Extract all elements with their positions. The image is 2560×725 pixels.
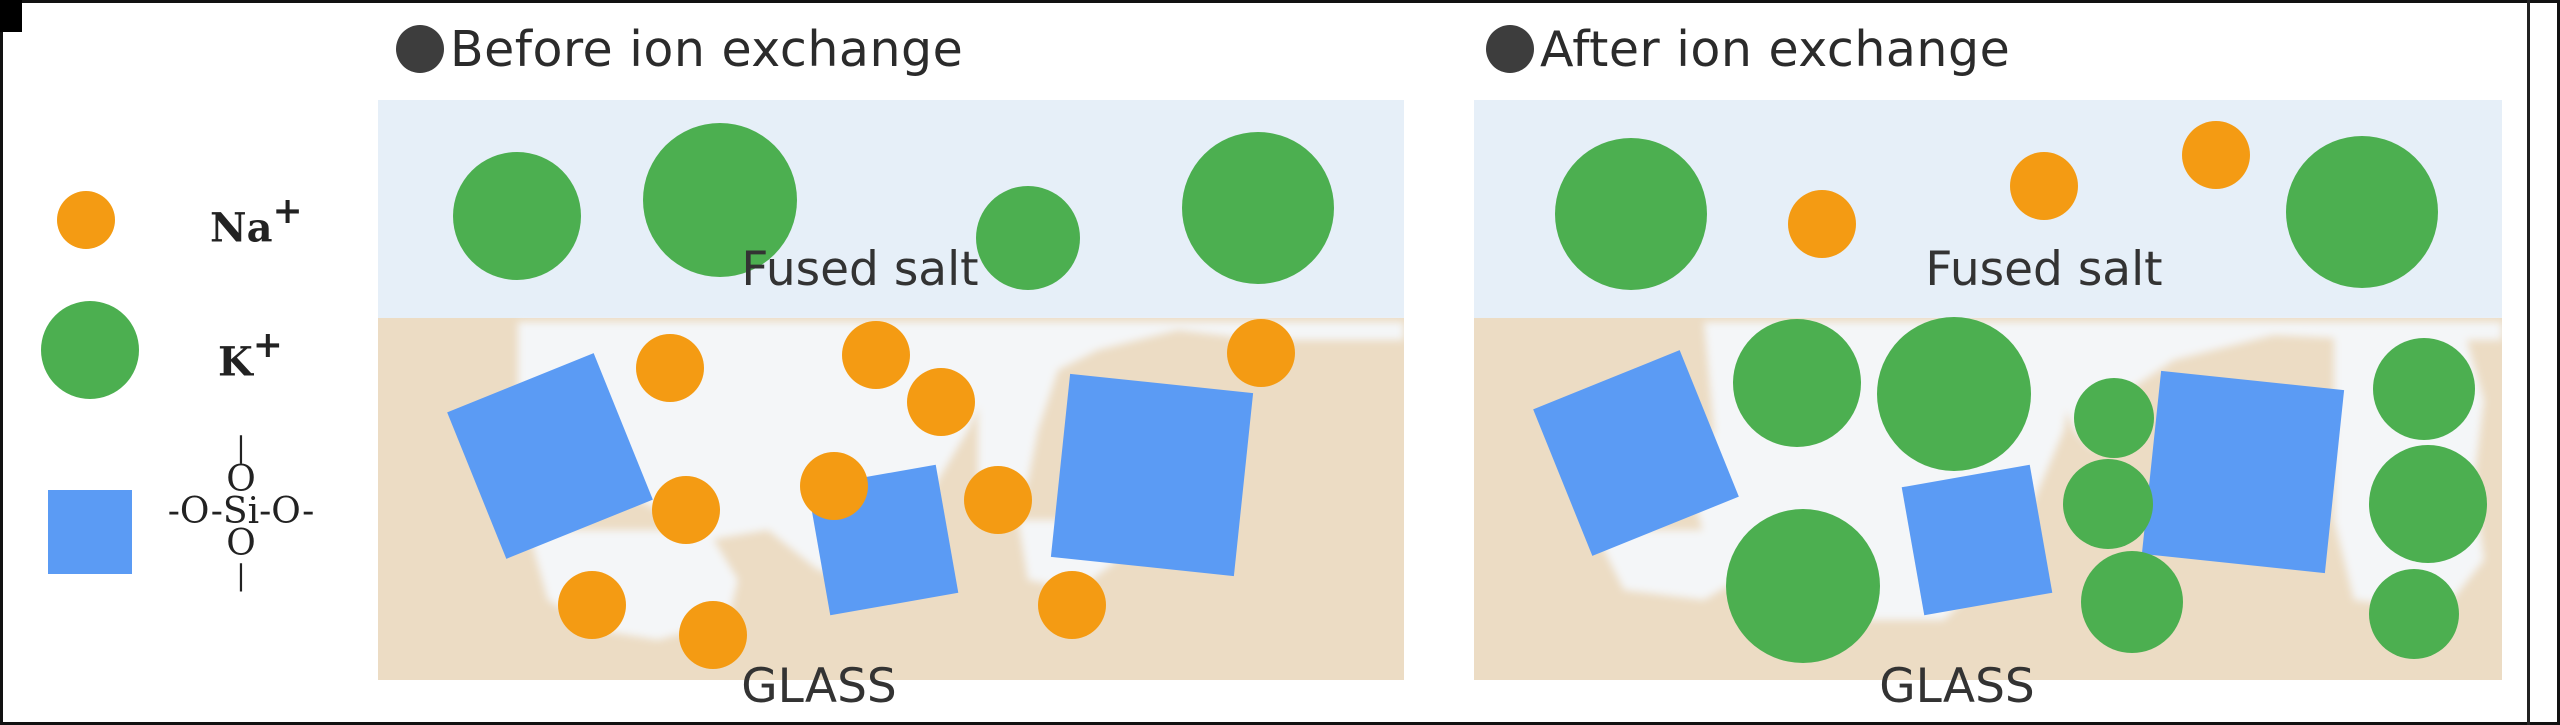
k-ion (2373, 338, 2475, 440)
silicate-unit (1050, 373, 1254, 577)
before-glass-label: GLASS (741, 659, 897, 714)
k-symbol: K (218, 338, 253, 386)
formula-top-bond: | (236, 431, 246, 464)
k-ion (1877, 317, 2031, 471)
before-title: Before ion exchange (396, 18, 963, 80)
k-ion (643, 123, 797, 277)
silicate-formula: | O -O-Si-O- O | (150, 432, 332, 592)
k-ion (2074, 378, 2154, 458)
k-ion (1733, 319, 1861, 447)
k-ion (2369, 569, 2459, 659)
k-ion (976, 186, 1080, 290)
na-symbol: Na (210, 204, 273, 252)
right-border-rule (2527, 0, 2530, 725)
k-ion (1182, 132, 1334, 284)
before-panel: Fused salt GLASS (378, 100, 1404, 714)
k-ion (1726, 509, 1880, 663)
before-salt-label: Fused salt (741, 242, 978, 297)
k-ion (2063, 459, 2153, 549)
legend-na-swatch (57, 191, 115, 249)
bullet-icon (1486, 25, 1534, 73)
after-glass-label: GLASS (1879, 659, 2035, 714)
k-ion (2369, 445, 2487, 563)
formula-top-o: O (226, 459, 256, 500)
silicate-unit (1533, 350, 1739, 556)
silicate-unit (447, 353, 653, 559)
na-ion (636, 334, 704, 402)
formula-bottom-o: O (226, 523, 256, 564)
k-charge: + (252, 324, 283, 366)
k-ion (2081, 551, 2183, 653)
silicate-unit (2141, 370, 2345, 574)
silicate-units (1533, 350, 2345, 616)
k-ion (453, 152, 581, 280)
k-ion (1555, 138, 1707, 290)
na-ion (800, 452, 868, 520)
bullet-icon (396, 25, 444, 73)
before-title-text: Before ion exchange (450, 20, 964, 78)
na-ion (907, 368, 975, 436)
legend-na-label: Na+ (210, 190, 303, 252)
na-ions (558, 319, 1295, 669)
na-ion (2182, 121, 2250, 189)
k-ion (2286, 136, 2438, 288)
na-charge: + (272, 190, 303, 232)
after-title-text: After ion exchange (1540, 20, 2011, 78)
legend-silicate-swatch (48, 490, 132, 574)
na-ion (1227, 319, 1295, 387)
na-ion (558, 571, 626, 639)
legend-k-label: K+ (218, 324, 283, 386)
silicate-unit (1901, 464, 2053, 616)
na-ion (652, 476, 720, 544)
after-salt-label: Fused salt (1925, 242, 2162, 297)
formula-bottom-bond: | (236, 559, 246, 592)
na-ion (1038, 571, 1106, 639)
after-panel: Fused salt GLASS (1474, 100, 2502, 714)
na-ion (964, 466, 1032, 534)
after-title: After ion exchange (1486, 18, 2010, 80)
legend-k-swatch (41, 301, 139, 399)
na-ions (1788, 121, 2250, 258)
na-ion (679, 601, 747, 669)
na-ion (2010, 152, 2078, 220)
corner-mark (0, 0, 22, 32)
k-ions (453, 123, 1334, 290)
na-ion (1788, 190, 1856, 258)
formula-middle: -O-Si-O- (167, 491, 315, 532)
na-ion (842, 321, 910, 389)
k-ions (1555, 136, 2487, 663)
